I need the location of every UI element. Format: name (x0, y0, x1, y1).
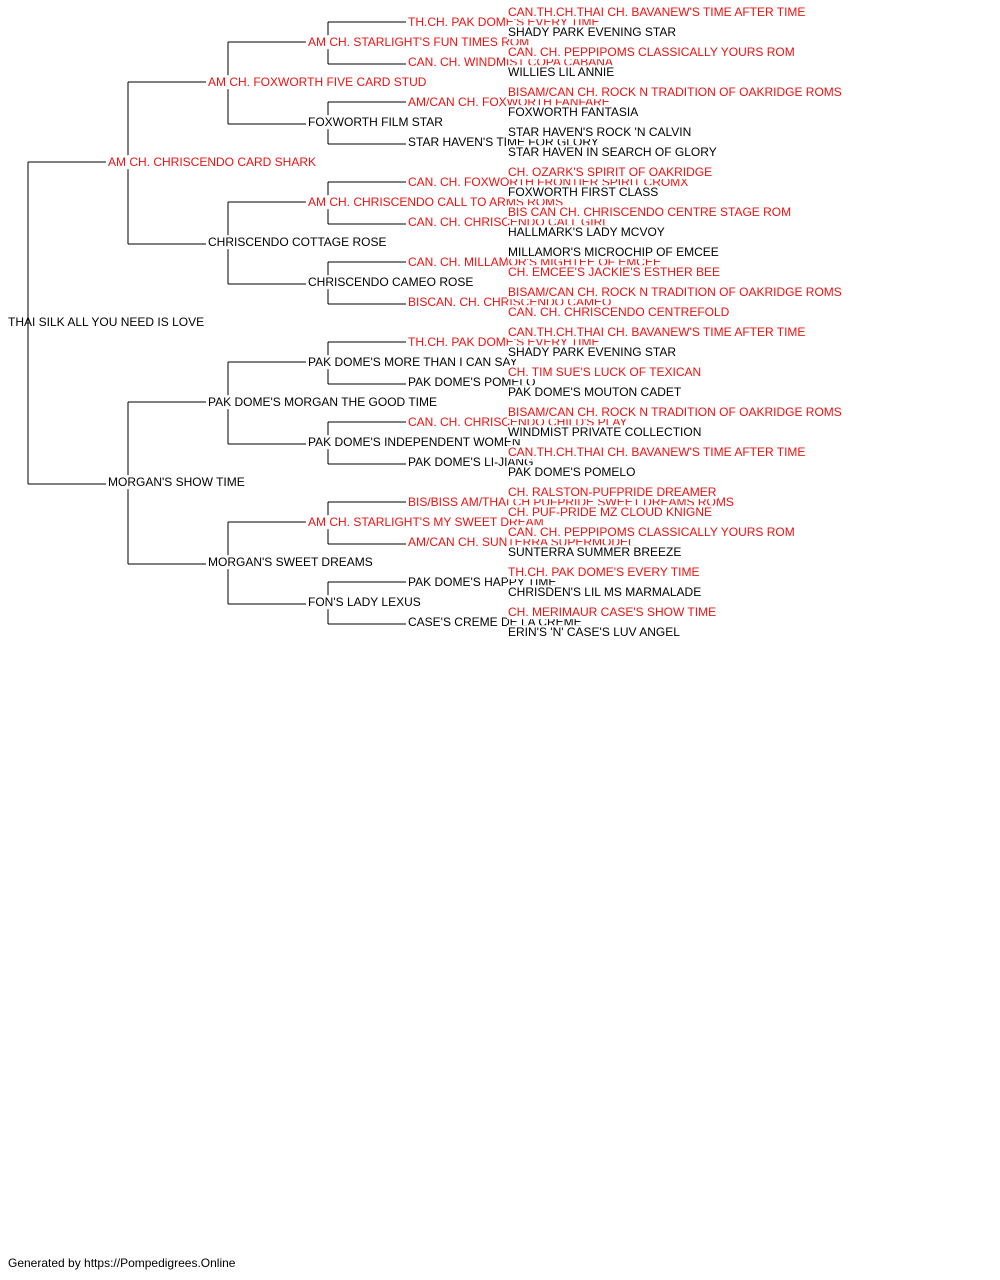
label-backdrop (207, 395, 438, 410)
label-backdrop (507, 125, 693, 140)
dog-name-gen5: FOXWORTH FANTASIA (508, 105, 638, 119)
label-backdrop (307, 195, 565, 210)
label-backdrop (507, 165, 714, 180)
dog-name-gen5: CH. TIM SUE'S LUCK OF TEXICAN (508, 365, 701, 379)
dog-name-gen2: CHRISCENDO COTTAGE ROSE (208, 235, 386, 249)
dog-name-gen5: BIS CAN CH. CHRISCENDO CENTRE STAGE ROM (508, 205, 791, 219)
label-backdrop (507, 365, 703, 380)
dog-name-gen3: PAK DOME'S MORE THAN I CAN SAY (308, 355, 518, 369)
label-backdrop (507, 285, 843, 300)
dog-name-gen3: FON'S LADY LEXUS (308, 595, 421, 609)
dog-name-gen5: CAN. CH. CHRISCENDO CENTREFOLD (508, 305, 730, 319)
label-backdrop (507, 45, 796, 60)
label-backdrop (307, 115, 445, 130)
label-backdrop (507, 505, 714, 520)
dog-name-gen3: CHRISCENDO CAMEO ROSE (308, 275, 473, 289)
label-backdrop (507, 585, 703, 600)
label-backdrop (307, 275, 475, 290)
dog-name-gen5: PAK DOME'S MOUTON CADET (508, 385, 682, 399)
dog-name-gen5: CAN. CH. PEPPIPOMS CLASSICALLY YOURS ROM (508, 525, 795, 539)
dog-name-gen5: CH. PUF-PRIDE MZ CLOUD KNIGNE (508, 505, 712, 519)
label-backdrop (507, 245, 720, 260)
dog-name-gen3: AM CH. CHRISCENDO CALL TO ARMS ROMS (308, 195, 563, 209)
dog-name-gen3: FOXWORTH FILM STAR (308, 115, 443, 129)
dog-name-gen5: HALLMARK'S LADY MCVOY (508, 225, 665, 239)
dog-name-gen5: CAN.TH.CH.THAI CH. BAVANEW'S TIME AFTER … (508, 5, 805, 19)
label-backdrop (207, 75, 428, 90)
label-backdrop (507, 445, 807, 460)
label-backdrop (507, 605, 718, 620)
dog-name-gen5: BISAM/CAN CH. ROCK N TRADITION OF OAKRID… (508, 405, 842, 419)
label-backdrop (507, 305, 731, 320)
dog-name-gen1: AM CH. CHRISCENDO CARD SHARK (108, 155, 316, 169)
dog-name-gen5: CAN. CH. PEPPIPOMS CLASSICALLY YOURS ROM (508, 45, 795, 59)
dog-name-gen5: STAR HAVEN IN SEARCH OF GLORY (508, 145, 717, 159)
label-backdrop (507, 625, 682, 640)
label-backdrop (407, 375, 537, 390)
generated-by-footer: Generated by https://Pompedigrees.Online (8, 1256, 236, 1270)
label-backdrop (307, 515, 545, 530)
dog-name-gen2: MORGAN'S SWEET DREAMS (208, 555, 373, 569)
label-backdrop (507, 405, 843, 420)
label-backdrop (507, 345, 678, 360)
dog-name-gen3: AM CH. STARLIGHT'S MY SWEET DREAM (308, 515, 544, 529)
dog-name-gen5: SHADY PARK EVENING STAR (508, 25, 676, 39)
label-backdrop (107, 475, 246, 490)
label-backdrop (507, 225, 666, 240)
label-backdrop (507, 145, 718, 160)
label-backdrop (507, 65, 616, 80)
dog-name-gen5: MILLAMOR'S MICROCHIP OF EMCEE (508, 245, 719, 259)
label-backdrop (307, 35, 531, 50)
label-backdrop (207, 235, 388, 250)
label-backdrop (307, 355, 519, 370)
label-backdrop (507, 385, 683, 400)
label-backdrop (507, 325, 807, 340)
label-backdrop (407, 455, 535, 470)
dog-name-gen5: PAK DOME'S POMELO (508, 465, 635, 479)
dog-name-gen5: STAR HAVEN'S ROCK 'N CALVIN (508, 125, 691, 139)
label-backdrop (307, 435, 522, 450)
dog-name-gen5: BISAM/CAN CH. ROCK N TRADITION OF OAKRID… (508, 85, 842, 99)
dog-name-gen3: AM CH. STARLIGHT'S FUN TIMES ROM (308, 35, 529, 49)
label-backdrop (507, 205, 793, 220)
label-backdrop (207, 555, 374, 570)
dog-name-gen2: AM CH. FOXWORTH FIVE CARD STUD (208, 75, 427, 89)
dog-name-gen5: CHRISDEN'S LIL MS MARMALADE (508, 585, 701, 599)
dog-name-gen5: CH. OZARK'S SPIRIT OF OAKRIDGE (508, 165, 712, 179)
label-backdrop (507, 545, 683, 560)
dog-name-gen5: ERIN'S 'N' CASE'S LUV ANGEL (508, 625, 680, 639)
label-backdrop (507, 185, 660, 200)
dog-name-gen5: CH. EMCEE'S JACKIE'S ESTHER BEE (508, 265, 720, 279)
label-backdrop (507, 105, 640, 120)
label-backdrop (307, 595, 422, 610)
label-backdrop (507, 85, 843, 100)
label-backdrop (107, 155, 318, 170)
dog-name-gen5: CH. MERIMAUR CASE'S SHOW TIME (508, 605, 716, 619)
dog-name-gen5: WILLIES LIL ANNIE (508, 65, 614, 79)
dog-name-gen5: TH.CH. PAK DOME'S EVERY TIME (508, 565, 699, 579)
dog-name-gen1: MORGAN'S SHOW TIME (108, 475, 245, 489)
dog-name-gen5: CH. RALSTON-PUFPRIDE DREAMER (508, 485, 717, 499)
dog-name-gen5: SUNTERRA SUMMER BREEZE (508, 545, 681, 559)
label-backdrop (507, 5, 807, 20)
dog-name-gen2: PAK DOME'S MORGAN THE GOOD TIME (208, 395, 437, 409)
dog-name-gen0: THAI SILK ALL YOU NEED IS LOVE (8, 315, 204, 329)
dog-name-gen4: PAK DOME'S LI-JIANG (408, 455, 533, 469)
dog-name-gen4: PAK DOME'S POMELO (408, 375, 535, 389)
dog-name-gen5: CAN.TH.CH.THAI CH. BAVANEW'S TIME AFTER … (508, 445, 805, 459)
label-backdrop (507, 485, 718, 500)
label-backdrop (507, 525, 796, 540)
dog-name-gen3: PAK DOME'S INDEPENDENT WOMEN (308, 435, 521, 449)
label-backdrop (507, 465, 637, 480)
label-backdrop (507, 25, 678, 40)
dog-name-gen5: FOXWORTH FIRST CLASS (508, 185, 658, 199)
label-backdrop (507, 265, 721, 280)
dog-name-gen5: WINDMIST PRIVATE COLLECTION (508, 425, 701, 439)
dog-name-gen5: CAN.TH.CH.THAI CH. BAVANEW'S TIME AFTER … (508, 325, 805, 339)
dog-name-gen5: SHADY PARK EVENING STAR (508, 345, 676, 359)
label-backdrop (507, 425, 703, 440)
dog-name-gen5: BISAM/CAN CH. ROCK N TRADITION OF OAKRID… (508, 285, 842, 299)
label-backdrop (507, 565, 701, 580)
